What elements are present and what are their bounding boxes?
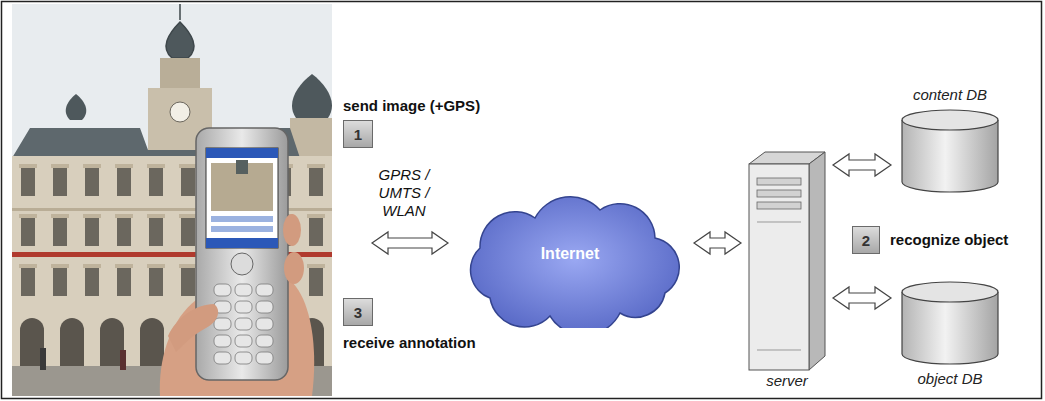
server-side: [809, 152, 825, 370]
side-dome: [292, 74, 332, 118]
nav-pad: [231, 253, 253, 275]
finger: [284, 252, 304, 284]
database-label: content DB: [913, 86, 987, 104]
drive-bay: [757, 202, 801, 209]
double-arrow-connector: [833, 287, 891, 309]
screen-photo: [236, 160, 248, 174]
screen-text-line: [211, 226, 273, 232]
step-caption: send image (+GPS): [343, 97, 480, 115]
database-label: object DB: [917, 370, 982, 388]
cylinder-top: [902, 110, 998, 130]
database-cylinder: content DB: [895, 86, 1005, 196]
tower-top: [160, 58, 200, 88]
link-label: GPRS / UMTS / WLAN: [371, 166, 437, 220]
screen-bar: [206, 148, 278, 158]
cloud-label: Internet: [541, 245, 600, 263]
server-label: server: [766, 372, 808, 390]
thumb: [168, 304, 218, 352]
person: [120, 350, 126, 370]
step-number-box: 3: [343, 298, 373, 326]
tower-clock: [170, 102, 190, 122]
screen-bar: [206, 238, 278, 248]
person: [40, 348, 46, 370]
server-front: [749, 164, 809, 370]
cylinder-icon: [900, 280, 1000, 368]
drive-bay: [757, 178, 801, 185]
step-number-box: 2: [852, 226, 880, 254]
server-tower: server: [745, 150, 829, 390]
internet-cloud: Internet: [450, 188, 690, 328]
photo-building: [12, 4, 332, 396]
step-number: 2: [862, 232, 870, 249]
double-arrow-connector: [694, 232, 741, 254]
phone-screen: [206, 148, 278, 248]
cylinder-body: [902, 120, 998, 192]
step-number: 1: [354, 126, 362, 143]
side-dome: [66, 94, 87, 120]
step-caption: recognize object: [890, 231, 1008, 249]
onion-dome: [166, 4, 194, 58]
keypad: [212, 282, 275, 367]
phone: [196, 128, 288, 380]
double-arrow: [372, 232, 448, 254]
cylinder-icon: [900, 108, 1000, 196]
double-arrow-connector: [833, 154, 891, 176]
cloud-shape: [471, 197, 680, 328]
drive-bay: [757, 190, 801, 197]
step-number: 3: [354, 304, 362, 321]
cylinder-body: [902, 292, 998, 364]
screen-text-line: [211, 216, 273, 222]
step-caption: receive annotation: [343, 334, 476, 352]
cylinder-top: [902, 282, 998, 302]
step-number-box: 1: [343, 120, 373, 148]
server-slot: [757, 222, 801, 223]
database-cylinder: object DB: [895, 280, 1005, 388]
server-slot: [757, 350, 801, 351]
finger: [283, 214, 301, 246]
server-icon: [745, 150, 829, 372]
sky: [12, 4, 332, 396]
